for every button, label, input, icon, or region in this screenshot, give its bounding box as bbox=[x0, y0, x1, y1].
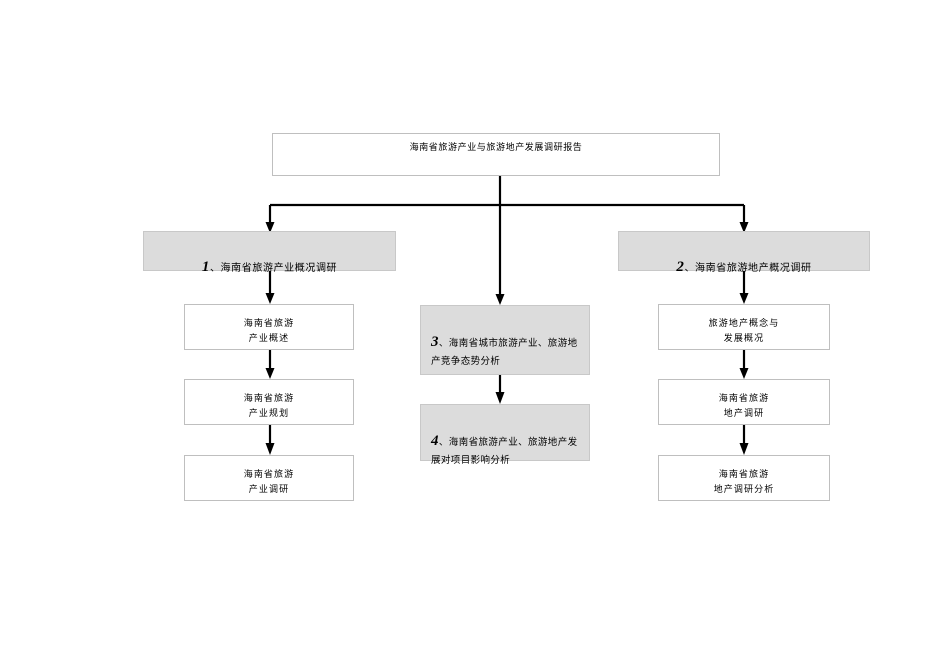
arrowhead-n4 bbox=[495, 392, 505, 404]
node-1-2[interactable]: 海南省旅游 产业规划 bbox=[184, 379, 354, 425]
node-4-number: 4 bbox=[431, 433, 439, 449]
node-1-1-label: 海南省旅游 产业概述 bbox=[243, 318, 295, 343]
node-1-3-label: 海南省旅游 产业调研 bbox=[243, 469, 295, 494]
arrowhead-center-node3 bbox=[495, 294, 505, 305]
node-branch-2-number: 2 bbox=[676, 259, 685, 275]
node-branch-2[interactable]: 2、海南省旅游地产概况调研 bbox=[618, 231, 870, 275]
node-1-3[interactable]: 海南省旅游 产业调研 bbox=[184, 455, 354, 501]
arrowhead-n23 bbox=[739, 443, 749, 455]
node-1-2-label: 海南省旅游 产业规划 bbox=[243, 393, 295, 418]
node-2-2-label: 海南省旅游 地产调研 bbox=[718, 393, 770, 418]
node-2-2[interactable]: 海南省旅游 地产调研 bbox=[658, 379, 830, 425]
arrowhead-n13 bbox=[265, 443, 275, 455]
node-root-label: 海南省旅游产业与旅游地产发展调研报告 bbox=[409, 142, 583, 152]
arrowhead-n12 bbox=[265, 368, 275, 379]
node-2-1-label: 旅游地产概念与 发展概况 bbox=[708, 318, 780, 343]
node-3[interactable]: 3、海南省城市旅游产业、旅游地产竞争态势分析 bbox=[420, 305, 590, 375]
node-branch-2-suffix: 、海南省旅游地产概况调研 bbox=[684, 263, 812, 274]
node-root[interactable]: 海南省旅游产业与旅游地产发展调研报告 bbox=[272, 133, 720, 176]
node-branch-1-number: 1 bbox=[201, 259, 210, 275]
node-4-label: 4、海南省旅游产业、旅游地产发展对项目影响分析 bbox=[431, 414, 581, 470]
node-3-number: 3 bbox=[431, 334, 439, 350]
node-1-1[interactable]: 海南省旅游 产业概述 bbox=[184, 304, 354, 350]
node-2-3[interactable]: 海南省旅游 地产调研分析 bbox=[658, 455, 830, 501]
arrowhead-n21 bbox=[739, 293, 749, 304]
node-3-suffix: 、海南省城市旅游产业、旅游地产竞争态势分析 bbox=[431, 338, 578, 367]
node-4[interactable]: 4、海南省旅游产业、旅游地产发展对项目影响分析 bbox=[420, 404, 590, 466]
node-branch-2-label: 2、海南省旅游地产概况调研 bbox=[619, 245, 869, 276]
node-branch-1[interactable]: 1、海南省旅游产业概况调研 bbox=[143, 231, 396, 275]
node-2-3-label: 海南省旅游 地产调研分析 bbox=[713, 469, 775, 494]
node-3-label: 3、海南省城市旅游产业、旅游地产竞争态势分析 bbox=[431, 315, 581, 371]
node-4-suffix: 、海南省旅游产业、旅游地产发展对项目影响分析 bbox=[431, 437, 578, 466]
arrowhead-n22 bbox=[739, 368, 749, 379]
arrowhead-n11 bbox=[265, 293, 275, 304]
node-branch-1-label: 1、海南省旅游产业概况调研 bbox=[144, 245, 395, 276]
node-branch-1-suffix: 、海南省旅游产业概况调研 bbox=[209, 263, 338, 274]
node-2-1[interactable]: 旅游地产概念与 发展概况 bbox=[658, 304, 830, 350]
